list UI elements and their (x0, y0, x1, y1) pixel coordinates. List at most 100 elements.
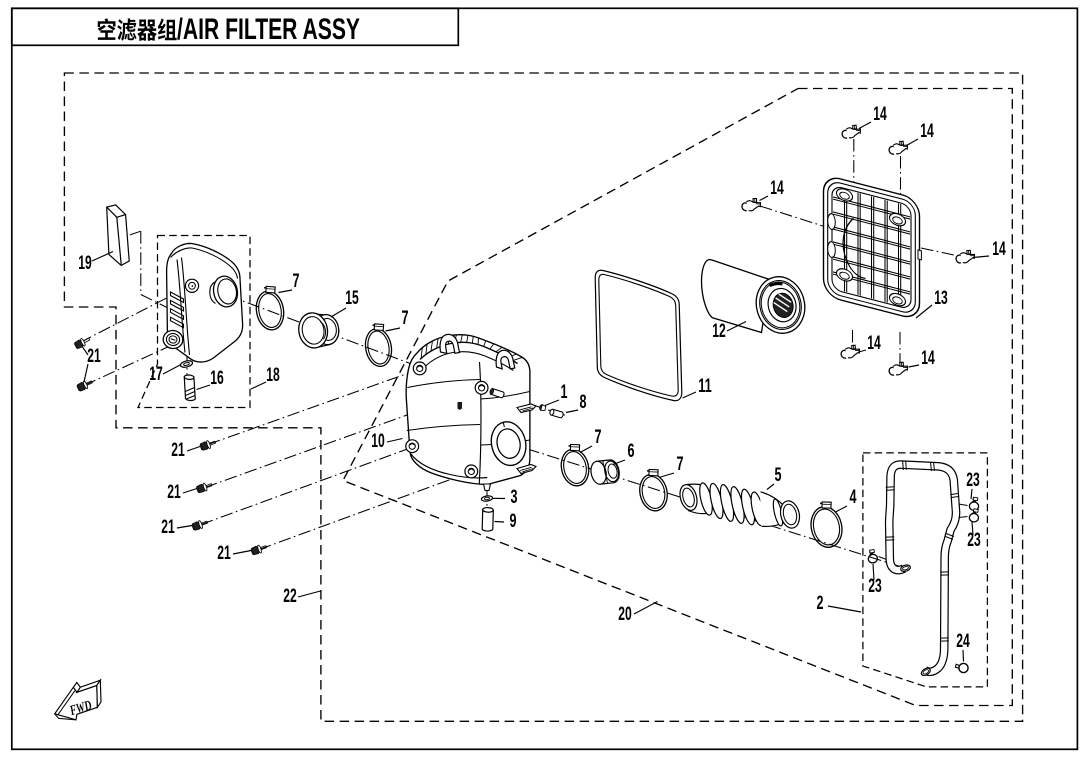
leader-line (82, 346, 89, 356)
callout-7-21: 7 (677, 453, 684, 475)
callout-10-8: 10 (371, 430, 385, 452)
part-24-clip (954, 662, 969, 674)
callout-14-27: 14 (873, 103, 887, 125)
spring-clip (841, 124, 861, 139)
hose-clamp (364, 323, 393, 367)
callout-14-31: 14 (867, 332, 881, 354)
spring-clip (888, 361, 908, 376)
hose-clamp (639, 468, 668, 512)
callout-7-19: 7 (595, 426, 602, 448)
fwd-arrow (53, 678, 102, 721)
leader-line (579, 445, 593, 454)
callout-12-25: 12 (712, 320, 726, 342)
screw (196, 482, 213, 494)
callout-5-22: 5 (775, 464, 782, 486)
leader-line (186, 445, 201, 452)
leader-line (858, 121, 872, 130)
callout-8-18: 8 (580, 391, 587, 413)
callout-21-13: 21 (161, 516, 175, 538)
wire-clamp (968, 508, 980, 523)
screw (250, 544, 268, 556)
spring-clip (840, 344, 860, 359)
wire-clamp (968, 496, 980, 512)
callout-21-11: 21 (171, 439, 185, 461)
leader-line (278, 289, 293, 294)
callout-2-36: 2 (817, 592, 824, 614)
leader-line (612, 459, 626, 466)
callout-14-29: 14 (770, 177, 784, 199)
callout-16-3: 16 (210, 367, 224, 389)
leader-line (182, 487, 198, 494)
leader-line (872, 563, 875, 581)
leader-line (658, 472, 675, 479)
parts-art (53, 124, 980, 721)
leader-line (91, 250, 114, 262)
part-9-drain-pipe (481, 506, 494, 532)
leader-line (766, 483, 775, 490)
leader-line (386, 437, 403, 443)
callout-14-30: 14 (992, 238, 1006, 260)
part-8-spacer (549, 408, 564, 419)
leader-line (494, 520, 505, 523)
leader-line (250, 381, 267, 390)
hose-clamp (560, 443, 590, 487)
part-10-airbox (405, 333, 537, 492)
leader-line (906, 138, 919, 147)
callout-4-23: 4 (850, 486, 857, 508)
screw (191, 520, 209, 531)
leader-line (827, 605, 862, 613)
boundary-group-20 (342, 87, 1013, 707)
callout-21-12: 21 (167, 481, 181, 503)
leader-line (835, 505, 848, 513)
callout-labels: 19 21 17 16 18 7 15 7 10 3 9 21 21 21 21… (78, 103, 1006, 652)
callout-20-16: 20 (618, 603, 632, 625)
part-11-seal (594, 269, 683, 402)
screw (76, 380, 93, 392)
callout-15-6: 15 (345, 287, 359, 309)
title-box (10, 7, 460, 47)
leader-line (565, 409, 579, 414)
callout-18-4: 18 (266, 364, 280, 386)
part-13-cover (822, 177, 922, 318)
spring-clip (741, 198, 762, 212)
callout-21-1: 21 (87, 345, 101, 367)
callout-23-33: 23 (966, 469, 980, 491)
leader-line (759, 195, 769, 202)
part-1-screw (539, 404, 547, 411)
part-17-washer (179, 360, 194, 368)
callout-9-10: 9 (510, 510, 517, 532)
cover-lattice (833, 189, 910, 307)
hose-clamp (810, 501, 843, 548)
page-title-latin: /AIR FILTER ASSY (177, 13, 360, 46)
callout-14-32: 14 (921, 347, 935, 369)
callout-23-35: 23 (868, 575, 882, 597)
leader-line (726, 320, 747, 332)
part-16-drain-tube (183, 374, 196, 402)
callout-14-28: 14 (920, 120, 934, 142)
boundary-group-22 (63, 72, 1024, 722)
callout-23-34: 23 (967, 529, 981, 551)
leader-line (162, 363, 182, 375)
title-cjk-glyphs (97, 18, 177, 41)
callout-1-17: 1 (561, 381, 568, 403)
part-12-filter-element (700, 258, 806, 334)
part-2-drain-hose (884, 460, 961, 677)
screw (74, 337, 91, 350)
callout-7-7: 7 (402, 307, 409, 329)
hose-clamp (255, 285, 285, 331)
leader-line (83, 363, 89, 383)
leader-line (297, 590, 321, 598)
leader-line (915, 304, 933, 319)
leader-line (176, 524, 193, 529)
callout-3-9: 3 (511, 486, 518, 508)
leader-line (858, 349, 867, 353)
part-5-intake-hose (679, 482, 801, 529)
fwd-label: FWD (68, 698, 94, 719)
title-block: /AIR FILTER ASSY (97, 13, 360, 46)
boundary-group-18 (137, 234, 251, 409)
part-3-washer (480, 495, 494, 502)
leader-line (972, 255, 990, 259)
part-6-sleeve (590, 459, 620, 485)
